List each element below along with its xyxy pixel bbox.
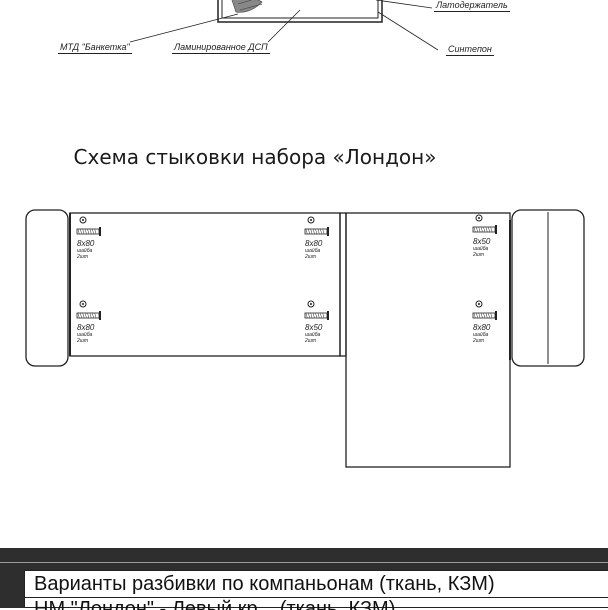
quantity-label: 2шт (472, 252, 484, 258)
right-armrest (511, 209, 585, 367)
leader-right-bottom (377, 11, 439, 51)
callout-sintepon: Синтепон (446, 44, 494, 56)
divider (0, 562, 608, 563)
bolt-size-label: 8x80 (305, 239, 323, 248)
leader-left (129, 13, 239, 43)
top-drawing (129, 0, 439, 51)
bolt-size-label: 8x80 (77, 323, 95, 332)
washer-label: шайба (77, 331, 93, 338)
callout-mtd-banketka: МТД "Банкетка" (58, 42, 132, 54)
leader-right-top (375, 0, 433, 9)
bolt-hole-icon (79, 300, 87, 308)
bolt-size-label: 8x50 (473, 237, 491, 246)
bolt-hole-icon (475, 214, 483, 222)
callout-laminated-chipboard: Ламинированное ДСП (172, 42, 270, 54)
callout-lamodergatel: Латодержатель (434, 0, 510, 12)
bolt-size-label: 8x80 (77, 239, 95, 248)
table-header: Варианты разбивки по компаньонам (ткань,… (25, 571, 608, 598)
bolt-size-label: 8x80 (473, 323, 491, 332)
washer-label: шайба (473, 331, 489, 338)
bolt-hole-icon (475, 300, 483, 308)
bolt-hole-icon (307, 300, 315, 308)
upholstered-block (217, 0, 383, 23)
hatched-fill (231, 0, 263, 13)
bolt-hole-icon (307, 216, 315, 224)
bolt-annotations: 8x80шайба2шт8x80шайба2шт8x50шайба2шт8x80… (76, 214, 497, 344)
left-armrest (25, 209, 69, 367)
quantity-label: 2шт (76, 254, 88, 260)
leader-center (267, 9, 301, 43)
inner-frame (221, 0, 379, 19)
washer-label: шайба (77, 247, 93, 254)
quantity-label: 2шт (304, 254, 316, 260)
washer-label: шайба (305, 331, 321, 338)
quantity-label: 2шт (304, 338, 316, 344)
bolt-hole-icon (79, 216, 87, 224)
washer-label: шайба (473, 245, 489, 252)
scheme-title: Схема стыковки набора «Лондон» (73, 145, 437, 169)
quantity-label: 2шт (472, 338, 484, 344)
companion-variants-table: Варианты разбивки по компаньонам (ткань,… (24, 570, 608, 610)
bolt-size-label: 8x50 (305, 323, 323, 332)
quantity-label: 2шт (76, 338, 88, 344)
table-row: НМ "Лондон" - Левый кр... (ткань, КЗМ) (34, 598, 396, 610)
washer-label: шайба (305, 247, 321, 254)
docking-scheme (25, 209, 585, 468)
